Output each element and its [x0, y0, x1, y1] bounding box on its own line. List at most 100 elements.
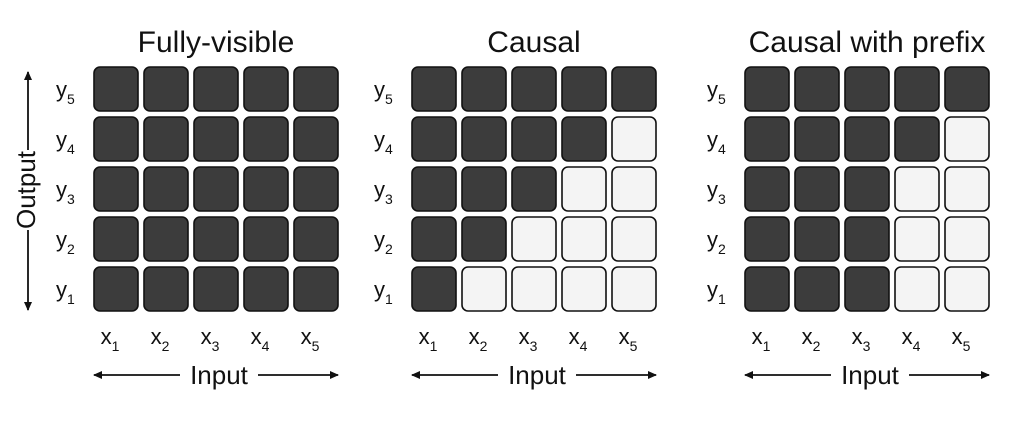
output-token-label: y4 [56, 127, 75, 157]
mask-cell-masked [611, 116, 657, 162]
input-axis-label: Input [508, 360, 567, 390]
mask-cell-attend [744, 266, 790, 312]
mask-cell-masked [511, 216, 557, 262]
mask-cell-attend [143, 266, 189, 312]
input-token-label: x3 [519, 324, 538, 354]
output-token-label: y1 [707, 277, 726, 307]
input-token-label: x1 [752, 324, 771, 354]
mask-cell-attend [461, 116, 507, 162]
mask-cell-masked [944, 166, 990, 212]
mask-cell-attend [894, 116, 940, 162]
input-token-label: x2 [151, 324, 170, 354]
mask-cell-masked [944, 216, 990, 262]
input-token-label: x4 [251, 324, 270, 354]
mask-cell-attend [143, 66, 189, 112]
mask-cell-attend [844, 216, 890, 262]
output-token-label: y2 [56, 227, 75, 257]
mask-cell-attend [293, 166, 339, 212]
mask-cell-attend [243, 116, 289, 162]
output-token-label: y1 [374, 277, 393, 307]
mask-cell-attend [243, 266, 289, 312]
output-token-label: y5 [56, 77, 75, 107]
mask-cell-attend [411, 166, 457, 212]
mask-cell-attend [93, 116, 139, 162]
mask-cell-attend [844, 116, 890, 162]
mask-cell-attend [944, 66, 990, 112]
mask-cell-masked [944, 266, 990, 312]
mask-cell-attend [293, 116, 339, 162]
mask-cell-attend [293, 266, 339, 312]
input-token-label: x4 [569, 324, 588, 354]
mask-cell-attend [794, 216, 840, 262]
mask-cell-masked [461, 266, 507, 312]
mask-cell-masked [511, 266, 557, 312]
input-axis-label: Input [190, 360, 249, 390]
mask-cell-attend [143, 216, 189, 262]
output-token-label: y5 [707, 77, 726, 107]
input-token-label: x4 [902, 324, 921, 354]
mask-cell-masked [944, 116, 990, 162]
mask-cell-masked [561, 166, 607, 212]
output-token-label: y3 [374, 177, 393, 207]
mask-cell-attend [411, 66, 457, 112]
input-token-label: x5 [952, 324, 971, 354]
mask-cell-attend [193, 266, 239, 312]
input-token-label: x3 [201, 324, 220, 354]
mask-cell-attend [411, 116, 457, 162]
mask-cell-attend [844, 266, 890, 312]
mask-cell-attend [461, 216, 507, 262]
mask-cell-attend [243, 166, 289, 212]
mask-cell-masked [611, 266, 657, 312]
mask-cell-attend [511, 66, 557, 112]
input-token-label: x2 [802, 324, 821, 354]
input-token-label: x2 [469, 324, 488, 354]
output-token-label: y2 [374, 227, 393, 257]
mask-cell-attend [293, 216, 339, 262]
mask-cell-attend [844, 66, 890, 112]
mask-cell-attend [561, 66, 607, 112]
output-token-label: y4 [374, 127, 393, 157]
mask-cell-attend [561, 116, 607, 162]
mask-cell-attend [93, 66, 139, 112]
mask-cell-attend [611, 66, 657, 112]
mask-cell-attend [511, 116, 557, 162]
panel-title: Causal with prefix [749, 26, 986, 59]
input-token-label: x1 [419, 324, 438, 354]
mask-cell-attend [744, 216, 790, 262]
output-token-label: y5 [374, 77, 393, 107]
mask-cell-attend [93, 266, 139, 312]
panel-title: Causal [487, 26, 580, 59]
mask-cell-masked [894, 216, 940, 262]
output-token-label: y3 [56, 177, 75, 207]
mask-cell-attend [193, 216, 239, 262]
mask-cell-attend [744, 166, 790, 212]
mask-cell-attend [143, 116, 189, 162]
output-token-label: y4 [707, 127, 726, 157]
mask-cell-attend [93, 216, 139, 262]
mask-cell-masked [561, 266, 607, 312]
mask-cell-masked [894, 166, 940, 212]
input-token-label: x5 [301, 324, 320, 354]
mask-cell-masked [561, 216, 607, 262]
mask-cell-masked [611, 166, 657, 212]
output-axis-label: Output [11, 150, 41, 229]
mask-cell-attend [894, 66, 940, 112]
mask-cell-attend [143, 166, 189, 212]
output-axis: Output [11, 71, 41, 311]
mask-cell-masked [611, 216, 657, 262]
mask-cell-attend [411, 266, 457, 312]
mask-cell-attend [411, 216, 457, 262]
mask-cell-attend [794, 66, 840, 112]
mask-cell-attend [193, 66, 239, 112]
mask-cell-attend [193, 116, 239, 162]
mask-cell-attend [794, 166, 840, 212]
mask-cell-attend [243, 216, 289, 262]
mask-cell-attend [193, 166, 239, 212]
mask-cell-attend [844, 166, 890, 212]
mask-cell-attend [744, 116, 790, 162]
